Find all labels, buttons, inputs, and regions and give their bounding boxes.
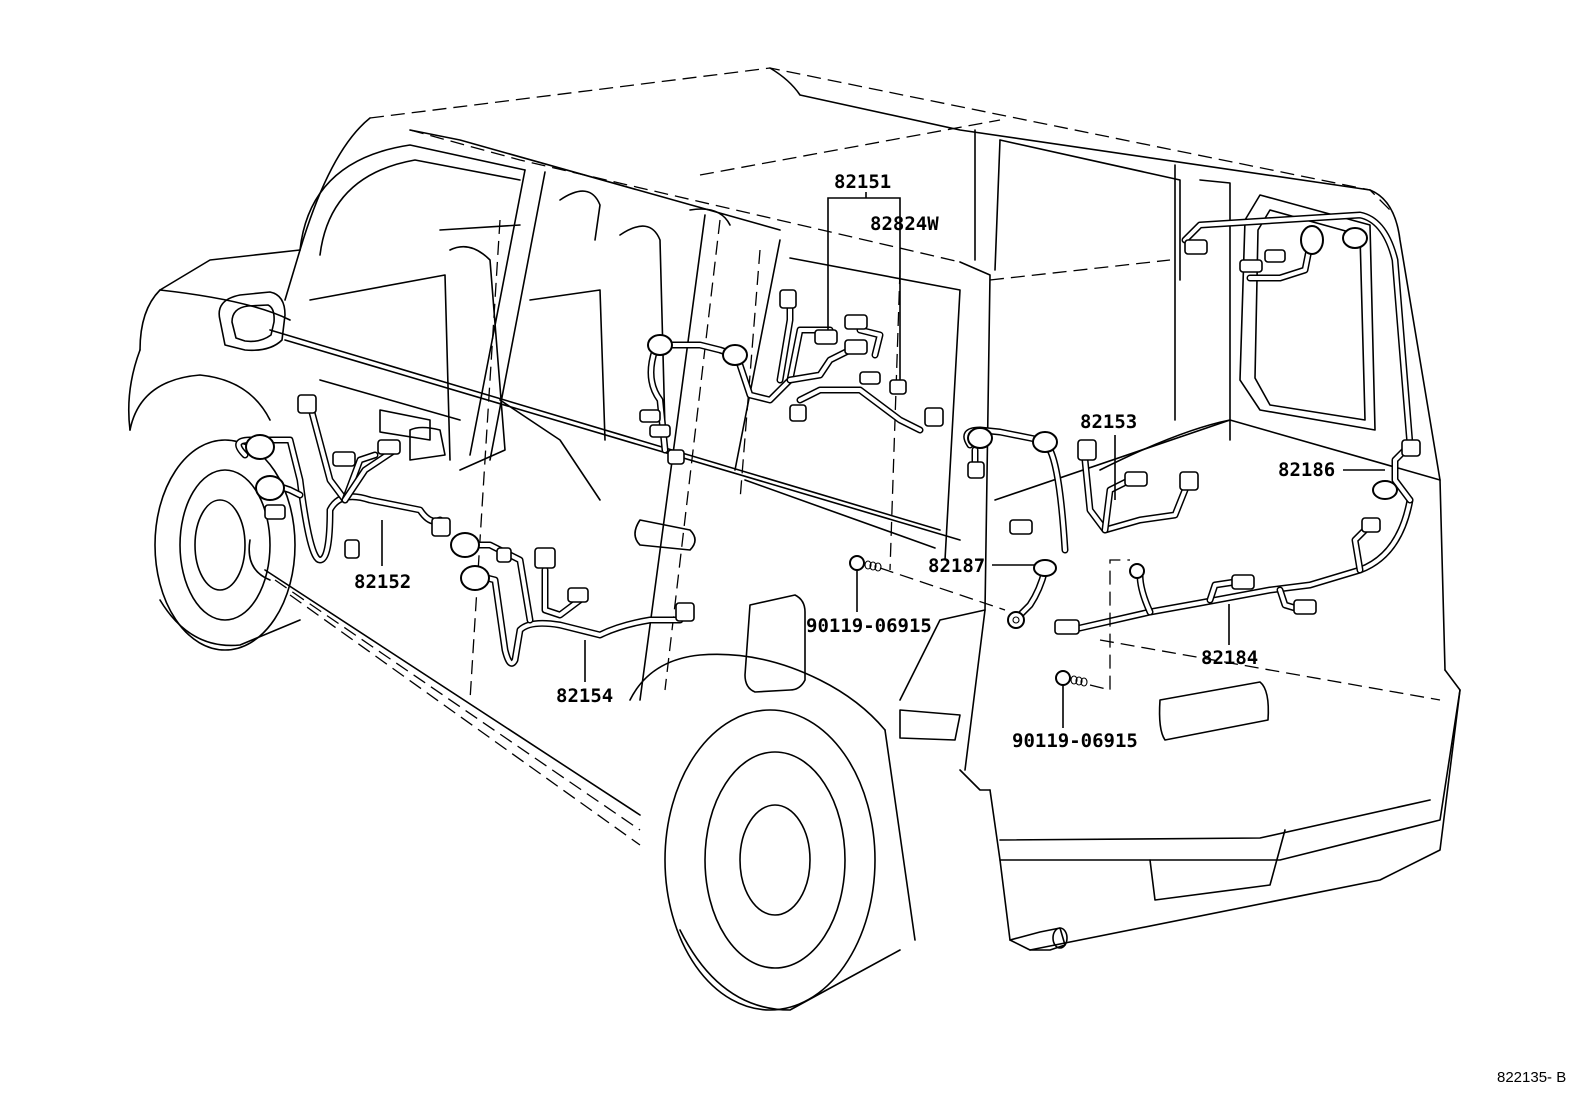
harness-82184 — [1054, 496, 1414, 635]
figure-id: 822135- B — [1497, 1069, 1566, 1086]
callout-82824W: 82824W — [870, 213, 939, 235]
bolt-90119-06915-rear — [1055, 670, 1088, 687]
leader-lines — [381, 192, 1385, 728]
callout-82151: 82151 — [834, 171, 891, 193]
callout-82152: 82152 — [354, 571, 411, 593]
callout-bolt-90119-06915-front: 90119-06915 — [806, 615, 932, 637]
harness-82187 — [1007, 559, 1057, 629]
callout-82187: 82187 — [928, 555, 985, 577]
harness-82153 — [963, 426, 1199, 554]
harness-82151 — [639, 289, 944, 465]
callout-82186: 82186 — [1278, 459, 1335, 481]
harness-82154 — [450, 532, 695, 667]
harness-82152 — [235, 394, 451, 564]
callout-82153: 82153 — [1080, 411, 1137, 433]
callout-82184: 82184 — [1201, 647, 1258, 669]
bolt-90119-06915-front — [849, 555, 882, 572]
callout-82154: 82154 — [556, 685, 613, 707]
rear-wheel — [629, 653, 916, 1011]
callout-bolt-90119-06915-rear: 90119-06915 — [1012, 730, 1138, 752]
harness-82186 — [1181, 211, 1421, 504]
front-wheel — [129, 374, 301, 651]
